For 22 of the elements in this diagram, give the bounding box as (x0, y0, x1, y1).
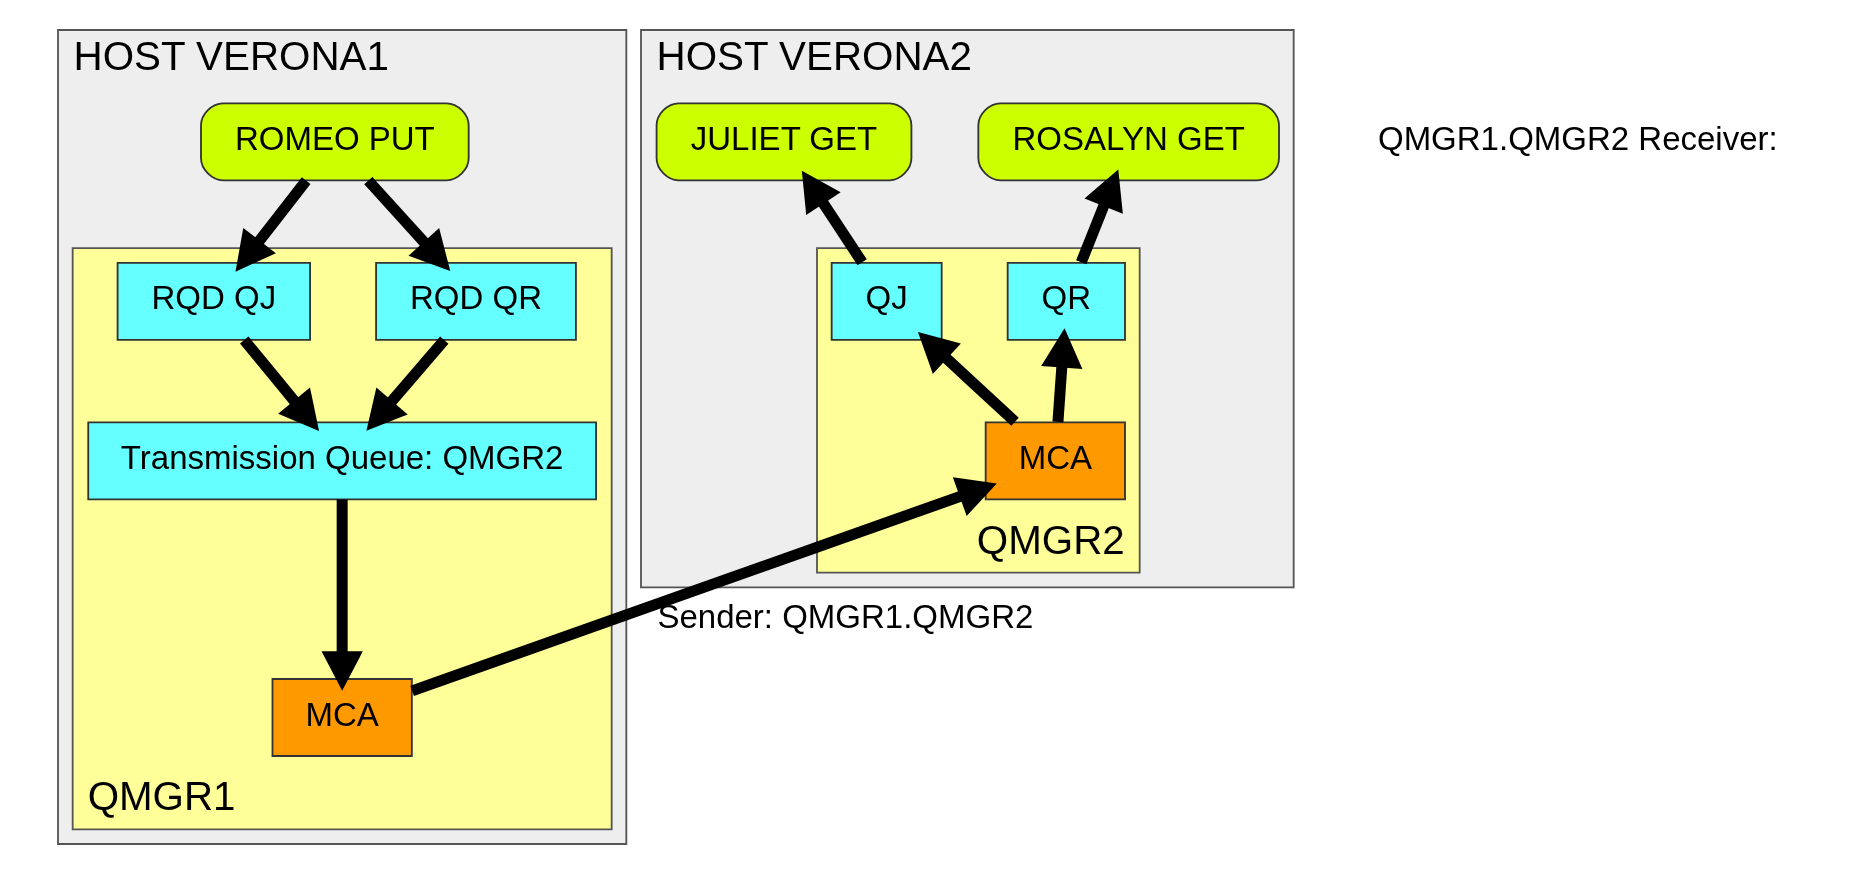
node-box: MCA (984, 421, 1126, 501)
arrow (363, 176, 450, 272)
node-box: RQD QJ (116, 261, 311, 341)
node-box: Transmission Queue: QMGR2 (86, 421, 597, 501)
node-box: RQD QR (374, 261, 577, 341)
arrow (234, 177, 310, 272)
arrow (1075, 169, 1123, 265)
node-box: QR (1006, 261, 1126, 341)
arrow (321, 499, 363, 691)
node-box: MCA (271, 678, 413, 757)
node-box: QJ (830, 261, 943, 341)
node-box: ROSALYN GET (976, 102, 1280, 182)
label: QMGR1.QMGR2 Receiver: (1377, 119, 1778, 157)
arrow (917, 332, 1019, 426)
arrow (239, 336, 319, 431)
arrow (801, 170, 867, 266)
node-box: JULIET GET (655, 102, 912, 182)
arrow (1040, 328, 1082, 423)
arrow (409, 477, 997, 697)
arrow (365, 336, 448, 431)
node-box: ROMEO PUT (199, 102, 470, 182)
edge-label: Sender: QMGR1.QMGR2 (656, 598, 1033, 636)
